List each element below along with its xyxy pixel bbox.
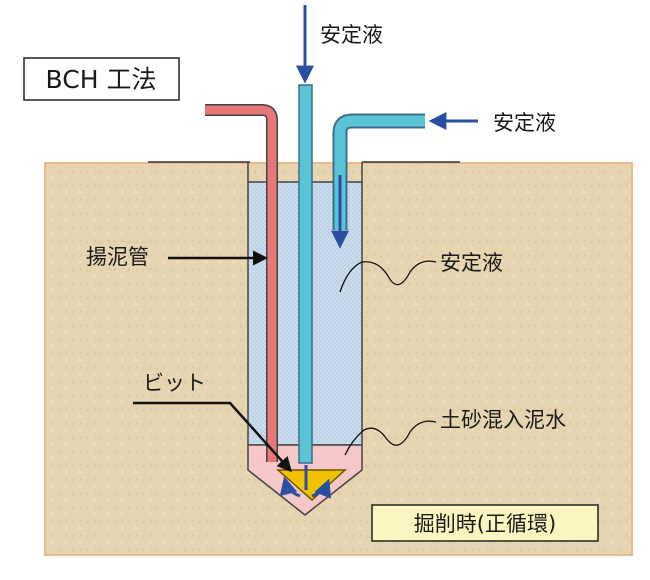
leader-stabilizer-squiggle bbox=[339, 260, 437, 293]
label-bit: ビット bbox=[143, 371, 206, 395]
leader-slurry-squiggle bbox=[344, 420, 437, 456]
title-text: BCH 工法 bbox=[46, 65, 157, 94]
status-box bbox=[371, 504, 599, 542]
flow-arrow-bit-right bbox=[311, 478, 332, 499]
label-slurry: 土砂混入泥水 bbox=[440, 408, 566, 432]
status-text: 掘削時(正循環) bbox=[414, 512, 556, 536]
label-mud-pipe: 揚泥管 bbox=[86, 245, 149, 269]
leader-bit bbox=[133, 401, 293, 473]
label-stabilizer-top: 安定液 bbox=[320, 23, 383, 47]
center-supply-pipe bbox=[298, 84, 313, 464]
label-stabilizer-right: 安定液 bbox=[493, 111, 556, 135]
label-stabilizer-inside: 安定液 bbox=[440, 251, 503, 275]
title-box bbox=[23, 57, 180, 101]
mud-pipe-fill bbox=[205, 105, 277, 462]
flow-arrow-bit-left bbox=[279, 476, 301, 498]
side-supply-pipe bbox=[334, 115, 425, 230]
